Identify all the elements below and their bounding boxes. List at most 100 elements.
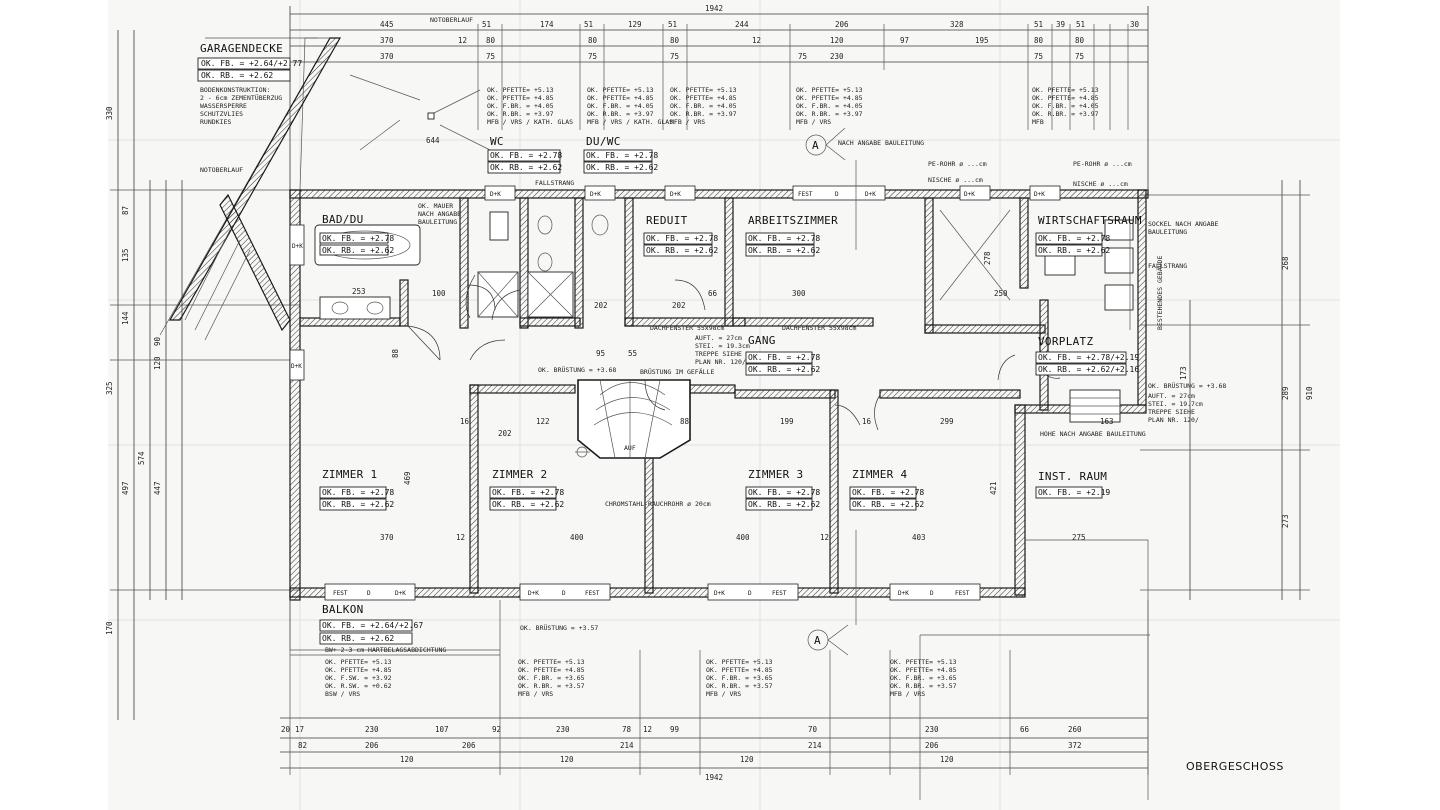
svg-text:273: 273 — [1281, 514, 1290, 528]
svg-text:230: 230 — [365, 725, 379, 734]
right-dimension-values: 910 268 289 273 173 — [1179, 256, 1314, 528]
garage-deck-outline — [159, 37, 342, 341]
svg-text:WC: WC — [490, 135, 504, 148]
svg-text:75: 75 — [486, 52, 495, 61]
existing-building-outline — [919, 220, 1150, 800]
svg-text:122: 122 — [536, 417, 550, 426]
right-staircase — [1069, 389, 1121, 423]
svg-text:574: 574 — [137, 451, 146, 465]
svg-text:OK. MAUER: OK. MAUER — [418, 202, 453, 210]
svg-text:80: 80 — [1075, 36, 1085, 45]
svg-text:66: 66 — [1020, 725, 1030, 734]
svg-text:202: 202 — [594, 301, 608, 310]
svg-text:202: 202 — [672, 301, 686, 310]
svg-text:OK. R.SW. = +0.62: OK. R.SW. = +0.62 — [325, 682, 392, 690]
svg-text:PE-ROHR ø ...cm: PE-ROHR ø ...cm — [1073, 160, 1132, 168]
svg-text:MFB / VRS: MFB / VRS — [706, 690, 741, 698]
svg-text:170: 170 — [105, 621, 114, 635]
svg-text:OK. RB. = +2.62: OK. RB. = +2.62 — [748, 246, 820, 255]
svg-text:D+K: D+K — [395, 590, 406, 597]
svg-text:D: D — [835, 191, 839, 198]
svg-text:12: 12 — [643, 725, 652, 734]
svg-text:D: D — [930, 590, 934, 597]
svg-text:OK. PFETTE= +4.85: OK. PFETTE= +4.85 — [890, 666, 957, 674]
svg-text:OK. RB. = +2.62: OK. RB. = +2.62 — [490, 163, 562, 172]
svg-text:OK. FB. = +2.78: OK. FB. = +2.78 — [646, 234, 718, 243]
svg-text:206: 206 — [462, 741, 476, 750]
svg-text:BRÜSTUNG IM GEFÄLLE: BRÜSTUNG IM GEFÄLLE — [640, 367, 714, 376]
svg-text:BALKON: BALKON — [322, 603, 364, 616]
pfette-block-top-2: OK. PFETTE= +5.13 OK. PFETTE= +4.85 OK. … — [587, 86, 673, 126]
svg-text:DACHFENSTER 55x98cm: DACHFENSTER 55x98cm — [650, 324, 724, 332]
svg-text:75: 75 — [798, 52, 807, 61]
svg-text:278: 278 — [983, 251, 992, 265]
svg-text:OK. F.BR. = +4.05: OK. F.BR. = +4.05 — [796, 102, 863, 110]
svg-text:OK. RB. = +2.62: OK. RB. = +2.62 — [322, 500, 394, 509]
svg-text:OK. RB. = +2.62: OK. RB. = +2.62 — [492, 500, 564, 509]
svg-text:400: 400 — [570, 533, 584, 542]
svg-text:D+K: D+K — [590, 191, 601, 198]
svg-text:OK. PFETTE= +4.85: OK. PFETTE= +4.85 — [796, 94, 863, 102]
svg-text:D+K: D+K — [528, 590, 539, 597]
svg-text:FEST: FEST — [955, 590, 970, 597]
svg-text:ZIMMER 3: ZIMMER 3 — [748, 468, 803, 481]
svg-text:80: 80 — [670, 36, 680, 45]
svg-text:OK. FB. = +2.19: OK. FB. = +2.19 — [1038, 488, 1110, 497]
svg-text:88: 88 — [391, 348, 400, 358]
svg-text:372: 372 — [1068, 741, 1082, 750]
svg-text:OK. PFETTE= +4.85: OK. PFETTE= +4.85 — [1032, 94, 1099, 102]
svg-text:447: 447 — [153, 481, 162, 495]
section-marker-bottom: A — [807, 530, 857, 656]
svg-text:OK. PFETTE= +4.85: OK. PFETTE= +4.85 — [518, 666, 585, 674]
svg-text:OK. RB. = +2.62: OK. RB. = +2.62 — [201, 71, 273, 80]
svg-text:OK. FB. = +2.78: OK. FB. = +2.78 — [322, 234, 394, 243]
svg-text:70: 70 — [808, 725, 818, 734]
svg-text:253: 253 — [352, 287, 366, 296]
svg-text:FEST: FEST — [585, 590, 600, 597]
svg-text:497: 497 — [121, 481, 130, 495]
svg-text:173: 173 — [1179, 366, 1188, 380]
svg-text:OK. R.BR. = +3.97: OK. R.BR. = +3.97 — [670, 110, 737, 118]
svg-text:214: 214 — [620, 741, 634, 750]
svg-text:120: 120 — [560, 755, 574, 764]
drawing-title: OBERGESCHOSS — [1186, 760, 1284, 773]
svg-text:OK. PFETTE= +5.13: OK. PFETTE= +5.13 — [890, 658, 957, 666]
svg-text:80: 80 — [1034, 36, 1044, 45]
svg-text:OK. PFETTE= +5.13: OK. PFETTE= +5.13 — [1032, 86, 1099, 94]
svg-text:NOTOBERLAUF: NOTOBERLAUF — [430, 16, 473, 24]
svg-text:MFB / VRS: MFB / VRS — [890, 690, 925, 698]
bottom-windows: FEST D D+K D+K D FEST D+K D FEST D+K D F… — [324, 583, 981, 601]
svg-text:REDUIT: REDUIT — [646, 214, 688, 227]
svg-text:OK. FB. = +2.78: OK. FB. = +2.78 — [1038, 234, 1110, 243]
room-du-wc: DU/WC OK. FB. = +2.78 OK. RB. = +2.62 — [583, 135, 658, 174]
svg-text:FALLSTRANG: FALLSTRANG — [1148, 262, 1187, 270]
svg-text:51: 51 — [668, 20, 677, 29]
svg-text:NISCHE ø ...cm: NISCHE ø ...cm — [928, 176, 983, 184]
svg-text:163: 163 — [1100, 417, 1114, 426]
svg-text:A: A — [814, 634, 821, 647]
svg-text:ZIMMER 4: ZIMMER 4 — [852, 468, 907, 481]
svg-text:370: 370 — [380, 36, 394, 45]
svg-text:87: 87 — [121, 206, 130, 215]
svg-text:BW+ 2-3 cm HARTBELAGSABDICHTUN: BW+ 2-3 cm HARTBELAGSABDICHTUNG — [325, 646, 446, 654]
top-dimension-lines — [289, 6, 1149, 190]
section-marker-top: A — [805, 127, 857, 250]
svg-text:OK. F.BR. = +4.05: OK. F.BR. = +4.05 — [487, 102, 554, 110]
bottom-dimension-values: 20 17 230 107 92 230 78 12 99 70 230 66 … — [281, 725, 1082, 782]
svg-text:400: 400 — [736, 533, 750, 542]
svg-text:GANG: GANG — [748, 334, 776, 347]
left-dimension-lines — [110, 30, 300, 720]
svg-text:OK. F.BR. = +4.05: OK. F.BR. = +4.05 — [587, 102, 654, 110]
svg-text:20: 20 — [281, 725, 291, 734]
svg-text:370: 370 — [380, 52, 394, 61]
svg-text:D: D — [748, 590, 752, 597]
svg-text:PLAN NR. 120/: PLAN NR. 120/ — [1148, 416, 1199, 424]
svg-text:445: 445 — [380, 20, 394, 29]
svg-text:370: 370 — [380, 533, 394, 542]
svg-text:OK. FB. = +2.78: OK. FB. = +2.78 — [586, 151, 658, 160]
svg-text:328: 328 — [950, 20, 964, 29]
pfette-block-top-5: OK. PFETTE= +5.13 OK. PFETTE= +4.85 OK. … — [1032, 86, 1099, 126]
svg-text:OK. FB. = +2.78: OK. FB. = +2.78 — [748, 488, 820, 497]
svg-text:421: 421 — [989, 481, 998, 495]
svg-text:OK. PFETTE= +4.85: OK. PFETTE= +4.85 — [325, 666, 392, 674]
